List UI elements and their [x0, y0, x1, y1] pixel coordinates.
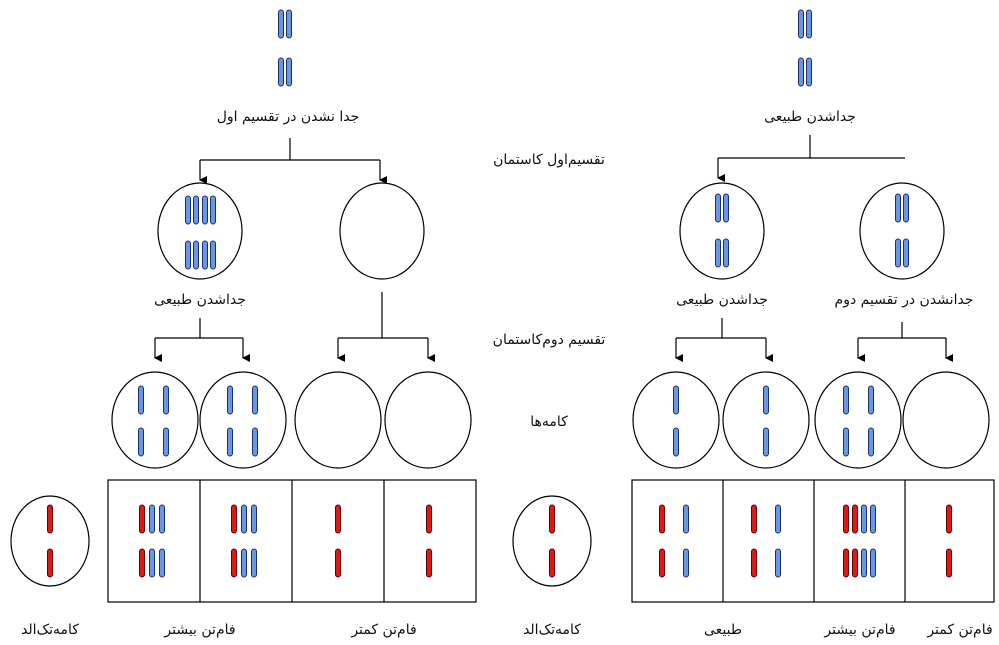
connectors	[154, 135, 953, 362]
left-cell-caption: جداشدن طبیعی	[154, 292, 246, 308]
meiosis-1-label: تقسیم‌اول کاستمان	[493, 152, 605, 168]
right-top-label: جداشدن طبیعی	[764, 109, 856, 125]
right-gametes	[632, 371, 990, 469]
left-haploid-gamete	[10, 495, 90, 587]
meiosis-2-label: تقسیم دوم‌کاستمان	[493, 332, 606, 348]
right-haploid-label: کامه‌تک‌الد	[523, 622, 581, 638]
right-haploid-gamete	[512, 495, 592, 587]
right-zygote-grid	[631, 479, 995, 603]
left-cell-empty	[339, 182, 425, 280]
left-top-label: جدا نشدن در تقسیم اول	[217, 109, 360, 125]
right-cell-caption-2: جدانشدن در تقسیم دوم	[835, 292, 974, 308]
right-bottom-label-2: فام‌تن بیشتر	[823, 622, 895, 638]
right-cell-normal-2	[859, 182, 945, 280]
right-cell-caption-1: جداشدن طبیعی	[676, 292, 768, 308]
right-bottom-label-1: طبیعی	[704, 622, 742, 638]
right-cell-normal-1	[679, 182, 765, 280]
left-cell-double	[157, 182, 243, 280]
right-parent-chromosomes	[798, 9, 812, 87]
left-gametes	[111, 371, 472, 469]
right-bottom-label-3: فام‌تن کمتر	[926, 622, 992, 638]
gametes-label: کامه‌ها	[530, 414, 568, 430]
left-parent-chromosomes	[278, 9, 292, 87]
left-bottom-label-1: فام‌تن بیشتر	[163, 622, 235, 638]
left-bottom-label-2: فام‌تن کمتر	[350, 622, 416, 638]
left-zygote-grid	[107, 479, 477, 603]
left-haploid-label: کامه‌تک‌الد	[21, 622, 79, 638]
